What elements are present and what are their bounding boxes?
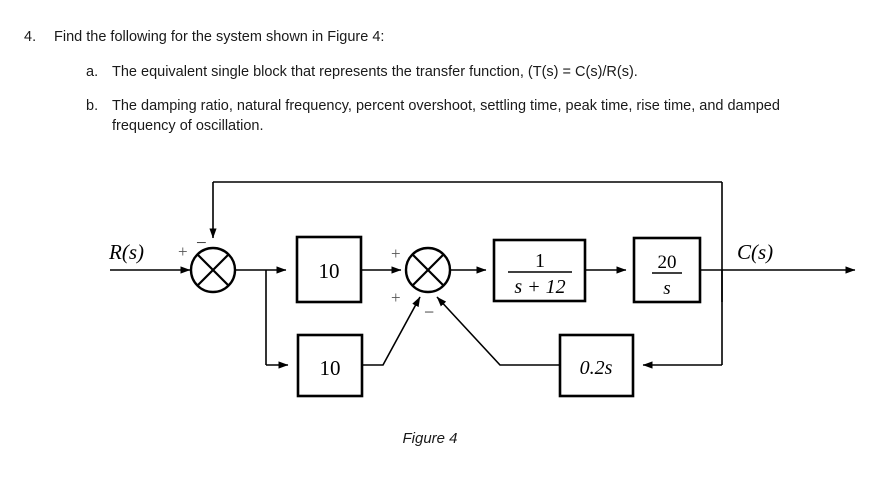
block-first-order-lag [492, 238, 587, 303]
summer2-plus-sign-forward: + [391, 244, 401, 263]
question-stem-row: 4. Find the following for the system sho… [24, 28, 854, 48]
input-signal-label: R(s) [108, 240, 144, 264]
summing-junction-1-cross [196, 253, 230, 287]
rate-feedback-to-summer2-diagonal [436, 296, 560, 366]
figure-caption: Figure 4 [402, 430, 457, 447]
block-inner-feedback-gain-10 [296, 333, 364, 398]
part-a-letter: a. [86, 64, 99, 80]
summer2-plus-sign-lower-left: + [391, 288, 401, 307]
question-number: 4. [24, 29, 37, 45]
block-rate-feedback-0-2s [558, 333, 635, 398]
block-forward-gain-10 [295, 235, 363, 304]
question-part-a: a. The equivalent single block that repr… [86, 62, 846, 82]
output-signal-label: C(s) [737, 240, 773, 264]
part-b-text: The damping ratio, natural frequency, pe… [112, 98, 780, 134]
lower-gain-to-summer2-diagonal [362, 296, 421, 366]
summer1-plus-sign: + [178, 242, 188, 261]
question-stem-text: Find the following for the system shown … [54, 29, 385, 45]
part-b-letter: b. [86, 98, 99, 114]
question-part-b: b. The damping ratio, natural frequency,… [86, 96, 846, 136]
question-line: 4. Find the following for the system sho… [24, 28, 854, 48]
summing-junction-2-cross [411, 253, 445, 287]
part-a-text: The equivalent single block that represe… [112, 64, 638, 80]
question-parts-list: a. The equivalent single block that repr… [86, 62, 846, 150]
summer2-minus-sign-lower-right: − [424, 302, 434, 322]
block-integrator-20-s [632, 236, 702, 304]
